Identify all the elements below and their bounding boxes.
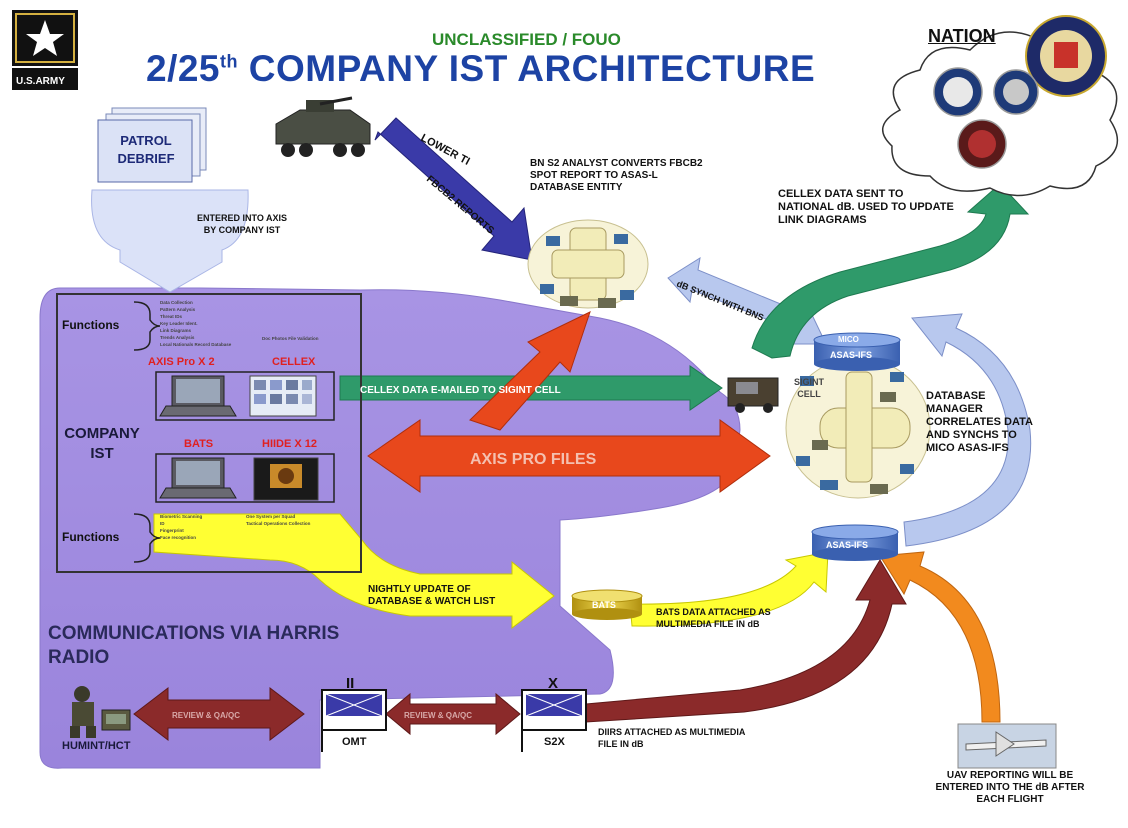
cellex-national-label: CELLEX DATA SENT TO NATIONAL dB. USED TO… (778, 188, 954, 226)
asas-top-label: ASAS-IFS (830, 350, 872, 360)
bats-attached-label: BATS DATA ATTACHED AS MULTIMEDIA FILE IN… (656, 607, 771, 629)
svg-text:Fingerprint: Fingerprint (160, 528, 184, 533)
mico-sync-arrow (903, 313, 1032, 547)
uav-label: UAV REPORTING WILL BE ENTERED INTO THE d… (935, 770, 1085, 805)
entered-axis-label: ENTERED INTO AXIS BY COMPANY IST (196, 213, 287, 235)
uav-drone (957, 723, 1057, 769)
bats-label: BATS (184, 438, 214, 450)
review-label-1: REVIEW & QA/QC (172, 711, 240, 720)
svg-text:Face recognition: Face recognition (160, 535, 196, 540)
svg-text:Pattern Analysis: Pattern Analysis (160, 307, 196, 312)
asas-bottom-label: ASAS-IFS (826, 540, 868, 550)
s2x-unit-symbol (521, 689, 587, 752)
svg-text:Link Diagrams: Link Diagrams (160, 328, 192, 333)
lower-ti-arrow (374, 117, 533, 261)
s2x-label: S2X (544, 736, 565, 748)
diirs-arrow (585, 559, 907, 723)
db-manager-label: DATABASE MANAGER CORRELATES DATA AND SYN… (926, 390, 1033, 454)
communications-label: COMMUNICATIONS VIA HARRIS RADIO (48, 623, 340, 668)
review-arrow-2 (385, 692, 521, 736)
database-cylinder (571, 589, 643, 620)
bats-db-label: BATS (592, 600, 616, 610)
bats-up-arrow (629, 551, 829, 627)
bn-s2-label: BN S2 ANALYST CONVERTS FBCB2 SPOT REPORT… (530, 158, 703, 193)
cellex-label: CELLEX (272, 356, 316, 368)
network-hub (527, 219, 649, 309)
classification-banner: UNCLASSIFIED / FOUO (432, 30, 621, 49)
review-label-2: REVIEW & QA/QC (404, 711, 472, 720)
laptop-icon (159, 457, 237, 499)
humint-label: HUMINT/HCT (62, 740, 131, 752)
nightly-update-label: NIGHTLY UPDATE OF DATABASE & WATCH LIST (368, 584, 496, 607)
company-ist-label: COMPANY IST (64, 425, 140, 462)
patrol-debrief-stack (97, 107, 207, 183)
laptop-icon (159, 375, 237, 417)
company-region (39, 287, 741, 769)
svg-text:ID: ID (160, 521, 165, 526)
svg-text:Key Leader Ident.: Key Leader Ident. (160, 321, 198, 326)
cellex-email-label: CELLEX DATA E-MAILED TO SIGINT CELL (360, 385, 561, 396)
functions-bottom-label: Functions (62, 530, 120, 544)
humint-soldier (70, 686, 131, 738)
database-cylinder (813, 332, 901, 371)
axis-up-arrow (469, 311, 591, 431)
bats-device-box (155, 453, 335, 503)
uav-arrow (879, 551, 1001, 723)
mico-label: MICO (838, 335, 859, 344)
axis-pro-files-arrow (367, 419, 771, 493)
army-logo-label: U.S.ARMY (16, 76, 65, 87)
company-ist-box (56, 293, 362, 573)
patrol-debrief-label: PATROL DEBRIEF (117, 133, 175, 166)
functions-top-label: Functions (62, 318, 120, 332)
svg-text:Biometric Scanning: Biometric Scanning (160, 514, 203, 519)
agency-seals (933, 15, 1107, 169)
axis-pro-files-label: AXIS PRO FILES (470, 451, 597, 468)
radio-vehicle (727, 377, 779, 413)
diirs-label: DIIRS ATTACHED AS MULTIMEDIA FILE IN dB (598, 727, 745, 749)
database-cylinder (811, 524, 899, 561)
omt-symbol-label: II (346, 675, 354, 692)
page-title: 2/25th COMPANY IST ARCHITECTURE (146, 48, 816, 89)
axis-pro-label: AXIS Pro X 2 (148, 356, 215, 368)
hiide-device (253, 457, 319, 501)
svg-text:Local Nationals Record Databas: Local Nationals Record Database (160, 342, 232, 347)
axis-device-box (155, 371, 335, 421)
army-star-logo (12, 10, 78, 90)
svg-text:Doc Photos File Validation: Doc Photos File Validation (262, 336, 319, 341)
svg-text:Data Collection: Data Collection (160, 300, 193, 305)
review-arrow-1 (133, 686, 305, 742)
national-label: NATION (928, 26, 996, 46)
sigint-cell-label: SIGINT CELL (793, 377, 824, 399)
s2x-symbol-label: X (548, 675, 558, 692)
network-hub (785, 357, 931, 499)
hiide-label: HIIDE X 12 (262, 438, 318, 450)
svg-text:Threat IDs: Threat IDs (160, 314, 183, 319)
fingerprint-images (249, 375, 317, 417)
svg-text:Tactical Operations Collection: Tactical Operations Collection (246, 521, 311, 526)
svg-text:One System per Squad: One System per Squad (246, 514, 296, 519)
omt-unit-symbol (321, 689, 387, 752)
stryker-vehicle (275, 96, 371, 157)
svg-text:Trends Analysis: Trends Analysis (160, 335, 195, 340)
omt-label: OMT (342, 736, 367, 748)
